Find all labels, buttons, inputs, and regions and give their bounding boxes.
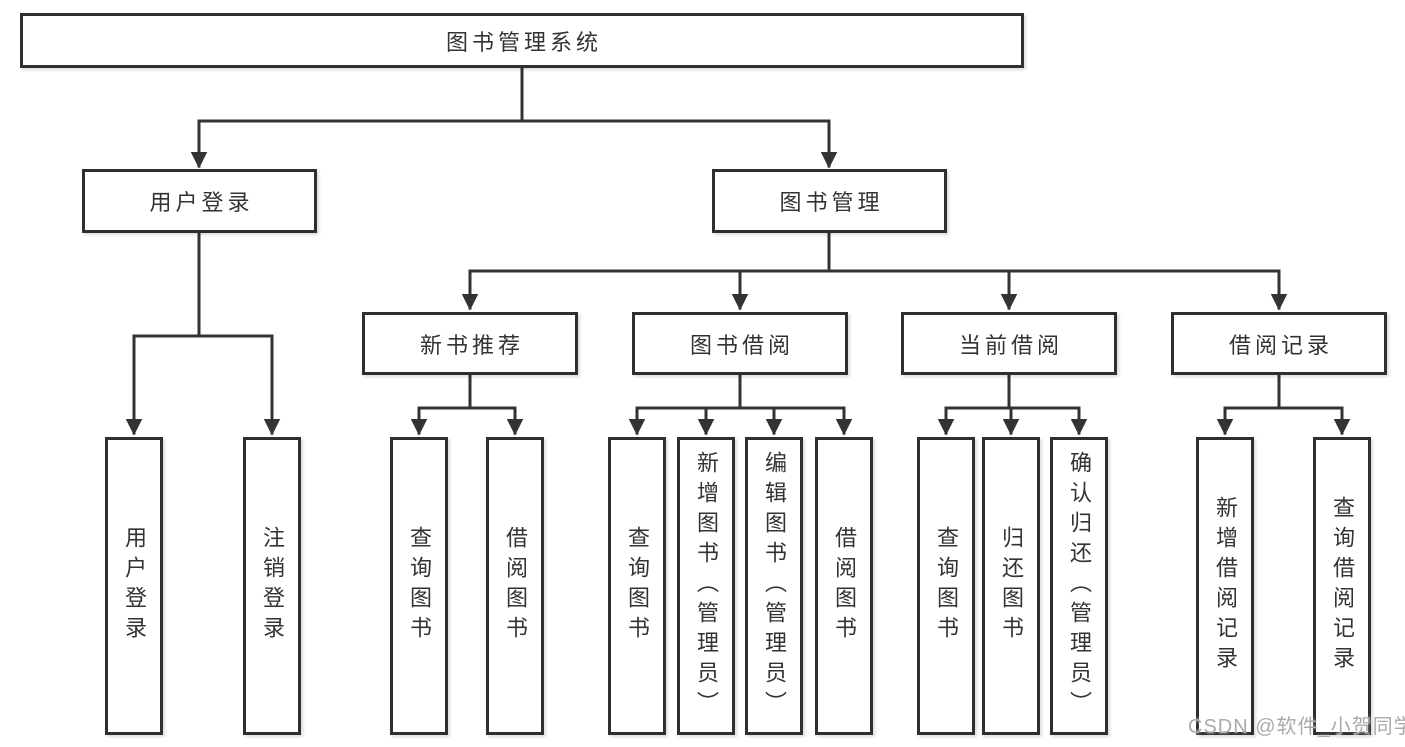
node-label: 图书借阅 [689, 332, 794, 358]
node-user-login: 用户登录 [82, 169, 317, 233]
node-book-management: 图书管理 [712, 169, 947, 233]
leaf-label: 查询借阅记录 [1330, 496, 1355, 676]
leaf-borrow-books-recommend: 借阅图书 [486, 437, 544, 735]
node-label: 用户登录 [149, 190, 254, 215]
leaf-edit-books-admin: 编辑图书（管理员） [745, 437, 803, 735]
node-label: 新书推荐 [419, 332, 524, 358]
leaf-borrow-books: 借阅图书 [815, 437, 873, 735]
leaf-label: 借阅图书 [503, 526, 528, 646]
leaf-query-books-borrow: 查询图书 [608, 437, 666, 735]
leaf-user-login: 用户登录 [105, 437, 163, 735]
node-borrowing-records: 借阅记录 [1171, 312, 1387, 375]
node-label: 图书管理系统 [445, 29, 602, 55]
node-root: 图书管理系统 [20, 13, 1024, 68]
leaf-label: 查询图书 [625, 526, 650, 646]
leaf-label: 查询图书 [407, 526, 432, 646]
leaf-add-books-admin: 新增图书（管理员） [677, 437, 735, 735]
leaf-label: 注销登录 [260, 526, 285, 646]
leaf-label: 查询图书 [934, 526, 959, 646]
leaf-label: 归还图书 [999, 526, 1024, 646]
node-current-borrowing: 当前借阅 [901, 312, 1117, 375]
leaf-query-books-recommend: 查询图书 [390, 437, 448, 735]
leaf-label: 用户登录 [122, 526, 147, 646]
node-label: 当前借阅 [958, 332, 1063, 358]
node-book-borrowing: 图书借阅 [632, 312, 848, 375]
csdn-watermark: CSDN @软件_小贺同学 [1188, 716, 1405, 738]
leaf-query-borrow-record: 查询借阅记录 [1313, 437, 1371, 735]
leaf-label: 新增借阅记录 [1213, 496, 1238, 676]
node-label: 借阅记录 [1228, 332, 1333, 358]
leaf-add-borrow-record: 新增借阅记录 [1196, 437, 1254, 735]
leaf-label: 编辑图书（管理员） [762, 451, 787, 721]
leaf-logout: 注销登录 [243, 437, 301, 735]
leaf-return-books: 归还图书 [982, 437, 1040, 735]
leaf-label: 借阅图书 [832, 526, 857, 646]
leaf-query-books-current: 查询图书 [917, 437, 975, 735]
node-label: 图书管理 [779, 190, 884, 215]
node-new-book-recommendation: 新书推荐 [362, 312, 578, 375]
leaf-label: 新增图书（管理员） [694, 451, 719, 721]
leaf-confirm-return-admin: 确认归还（管理员） [1050, 437, 1108, 735]
leaf-label: 确认归还（管理员） [1067, 451, 1092, 721]
